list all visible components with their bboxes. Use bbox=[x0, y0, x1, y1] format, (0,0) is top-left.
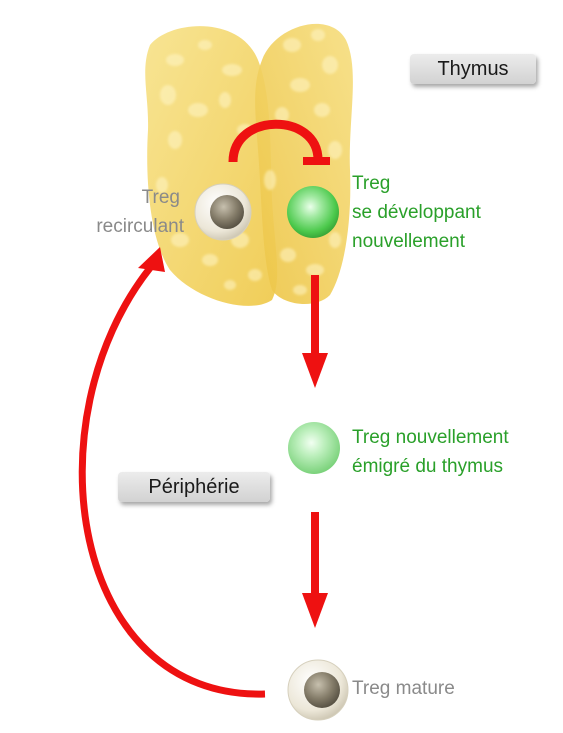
peripherie-tag: Périphérie bbox=[118, 472, 270, 502]
inhibition-arc bbox=[228, 119, 323, 163]
label-treg-emigre: Treg nouvellement émigré du thymus bbox=[352, 423, 509, 481]
label-treg-developpant: Treg se développant nouvellement bbox=[352, 169, 481, 256]
label-line: Treg bbox=[141, 187, 180, 208]
label-line: recirculant bbox=[96, 216, 184, 237]
label-treg-mature: Treg mature bbox=[352, 678, 455, 699]
cell-treg-mature bbox=[287, 659, 349, 721]
arrow-emigre-to-mature bbox=[302, 512, 328, 628]
arrow-recirculation bbox=[78, 247, 266, 698]
cell-treg-developpant bbox=[287, 186, 339, 238]
cell-treg-emigre bbox=[288, 422, 340, 474]
label-line: émigré du thymus bbox=[352, 456, 504, 477]
label-line: Treg nouvellement bbox=[352, 427, 509, 448]
arrow-thymus-to-emigre bbox=[302, 275, 328, 388]
label-line: nouvellement bbox=[352, 231, 466, 252]
label-line: se développant bbox=[352, 202, 481, 223]
label-line: Treg bbox=[352, 173, 391, 194]
label-treg-recirculant: Treg recirculant bbox=[72, 183, 184, 241]
cell-treg-recirculant bbox=[194, 183, 252, 241]
thymus-tag: Thymus bbox=[410, 54, 536, 84]
thymus-texture bbox=[156, 29, 342, 295]
